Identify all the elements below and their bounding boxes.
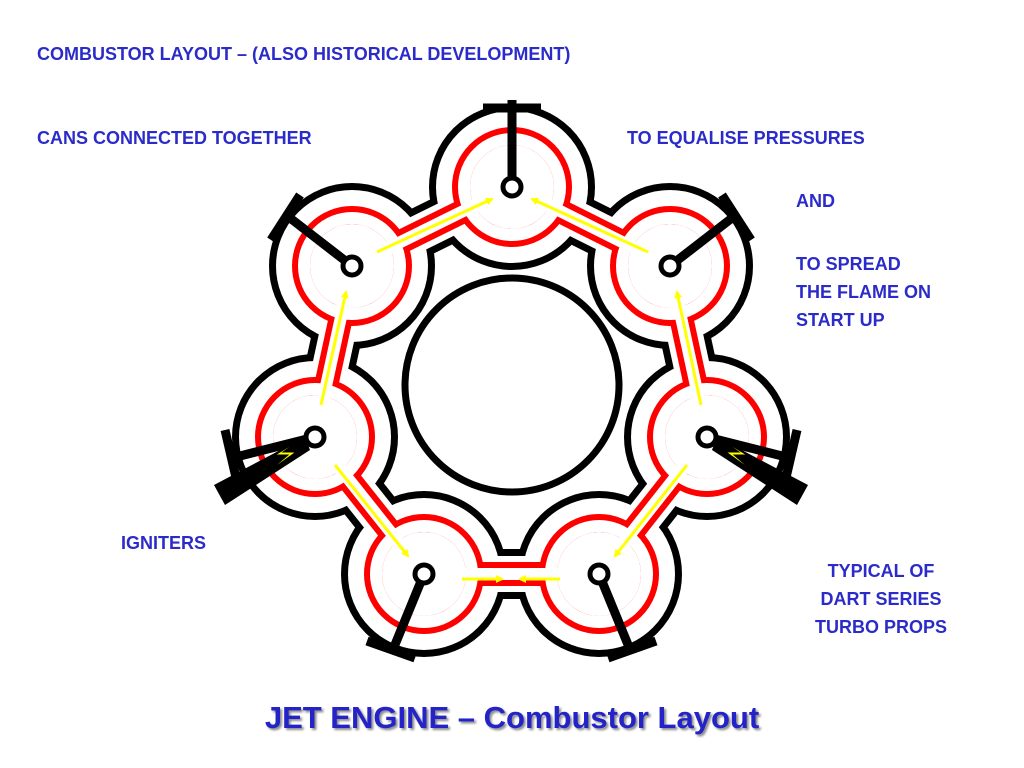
cans-connected-note: CANS CONNECTED TOGETHER (37, 128, 312, 148)
typical-line-1: TYPICAL OF (827, 561, 935, 581)
equalise-pressures-note: TO EQUALISE PRESSURES (627, 128, 865, 148)
spread-line-2: THE FLAME ON (796, 282, 931, 302)
spread-line-3: START UP (796, 310, 885, 330)
burner-hubs (303, 175, 719, 586)
spread-flame-note: TO SPREAD THE FLAME ON START UP (796, 250, 931, 334)
and-note: AND (796, 191, 835, 211)
typical-line-2: DART SERIES (820, 589, 942, 609)
right-spark-icon (721, 439, 755, 473)
left-spark-icon (267, 439, 301, 473)
flow-arrows (319, 197, 703, 583)
spread-line-1: TO SPREAD (796, 254, 901, 274)
igniters-label: IGNITERS (121, 533, 207, 553)
central-shaft (401, 274, 623, 496)
typical-note: TYPICAL OF DART SERIES TURBO PROPS (795, 557, 967, 641)
igniter-plugs (214, 437, 808, 505)
heading: COMBUSTOR LAYOUT – (ALSO HISTORICAL DEVE… (37, 44, 571, 64)
page-title: JET ENGINE – Combustor Layout (264, 700, 760, 735)
typical-line-3: TURBO PROPS (814, 617, 947, 637)
